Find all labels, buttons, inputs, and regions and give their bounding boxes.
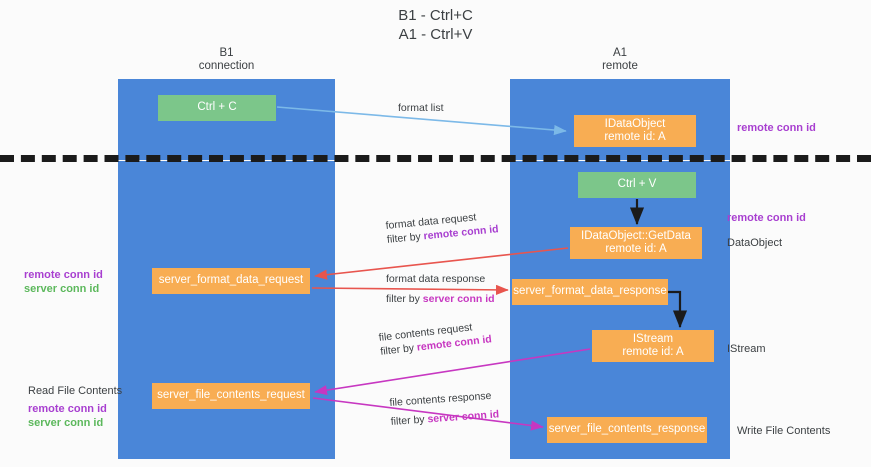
edge-label-format-data-request: format data request filter by remote con…	[385, 208, 499, 247]
lane-header-a1-name: A1	[612, 47, 628, 59]
lane-header-b1: B1 connection	[118, 47, 335, 73]
node-idataobject[interactable]: IDataObject remote id: A	[574, 115, 696, 147]
section-divider	[0, 155, 871, 162]
node-server-format-data-request-label: server_format_data_request	[158, 274, 304, 287]
lane-header-a1: A1 remote	[510, 47, 730, 73]
lane-a1-lower	[510, 161, 730, 459]
edge-label-file-contents-request: file contents request filter by remote c…	[378, 318, 492, 359]
filter-key: server conn id	[422, 293, 495, 305]
node-getdata-line2: remote id: A	[605, 243, 667, 255]
node-server-file-contents-request[interactable]: server_file_contents_request	[152, 383, 310, 409]
page-title: B1 - Ctrl+C A1 - Ctrl+V	[0, 6, 871, 44]
lane-header-b1-name: B1	[219, 47, 234, 59]
node-idataobject-line1: IDataObject	[604, 117, 666, 130]
filter-prefix: filter by	[379, 341, 418, 358]
annotation-left-ids-lower: remote conn id server conn id	[28, 402, 107, 430]
annotation-dataobject: DataObject	[727, 237, 783, 249]
annotation-left-ids-upper: remote conn id server conn id	[24, 268, 103, 296]
edge-label-format-list-text: format list	[398, 102, 444, 114]
node-server-format-data-response-label: server_format_data_response	[513, 285, 667, 298]
node-istream-line2: remote id: A	[622, 346, 684, 358]
annotation-write-file-contents: Write File Contents	[737, 425, 831, 437]
annotation-read-file-contents: Read File Contents	[28, 385, 123, 397]
node-idataobject-line2: remote id: A	[604, 131, 666, 143]
node-istream-line1: IStream	[632, 332, 674, 345]
title-line-2: A1 - Ctrl+V	[398, 26, 473, 43]
edge-label-format-data-response: format data response filter by server co…	[386, 272, 495, 306]
filter-key: server conn id	[427, 408, 500, 426]
lane-header-a1-role: remote	[602, 60, 638, 72]
node-server-file-contents-response-label: server_file_contents_response	[548, 423, 706, 436]
annotation-istream: IStream	[727, 343, 766, 355]
node-ctrl-v-label: Ctrl + V	[617, 178, 657, 191]
annotation-remote-conn-id-top: remote conn id	[737, 122, 816, 134]
edge-label-file-contents-response-text: file contents response	[389, 389, 492, 409]
annotation-left-ids-upper-remote: remote conn id	[24, 269, 103, 281]
filter-prefix: filter by	[386, 230, 425, 246]
node-server-format-data-request[interactable]: server_format_data_request	[152, 268, 310, 294]
node-server-file-contents-request-label: server_file_contents_request	[157, 389, 305, 402]
edge-label-format-data-response-text: format data response	[386, 273, 486, 285]
lane-b1-lower	[118, 161, 335, 459]
node-server-format-data-response[interactable]: server_format_data_response	[512, 279, 668, 305]
edge-label-format-data-response-filter: filter by server conn id	[386, 292, 495, 306]
annotation-left-ids-lower-server: server conn id	[28, 417, 104, 429]
node-server-file-contents-response[interactable]: server_file_contents_response	[547, 417, 707, 443]
edge-label-format-list: format list	[398, 101, 444, 115]
node-istream[interactable]: IStream remote id: A	[592, 330, 714, 362]
annotation-remote-conn-id-mid: remote conn id	[727, 212, 806, 224]
annotation-left-ids-lower-remote: remote conn id	[28, 403, 107, 415]
edge-label-file-contents-response-filter: filter by server conn id	[390, 407, 499, 429]
edge-label-file-contents-response: file contents response filter by server …	[389, 388, 500, 428]
node-getdata-line1: IDataObject::GetData	[581, 229, 691, 242]
filter-prefix: filter by	[386, 293, 423, 305]
lane-header-b1-role: connection	[198, 60, 255, 72]
node-ctrl-v[interactable]: Ctrl + V	[578, 172, 696, 198]
title-line-1: B1 - Ctrl+C	[398, 7, 473, 24]
node-idataobject-getdata[interactable]: IDataObject::GetData remote id: A	[570, 227, 702, 259]
annotation-left-ids-upper-server: server conn id	[24, 283, 100, 295]
filter-prefix: filter by	[390, 413, 428, 428]
node-ctrl-c[interactable]: Ctrl + C	[158, 95, 276, 121]
node-ctrl-c-label: Ctrl + C	[197, 101, 237, 114]
